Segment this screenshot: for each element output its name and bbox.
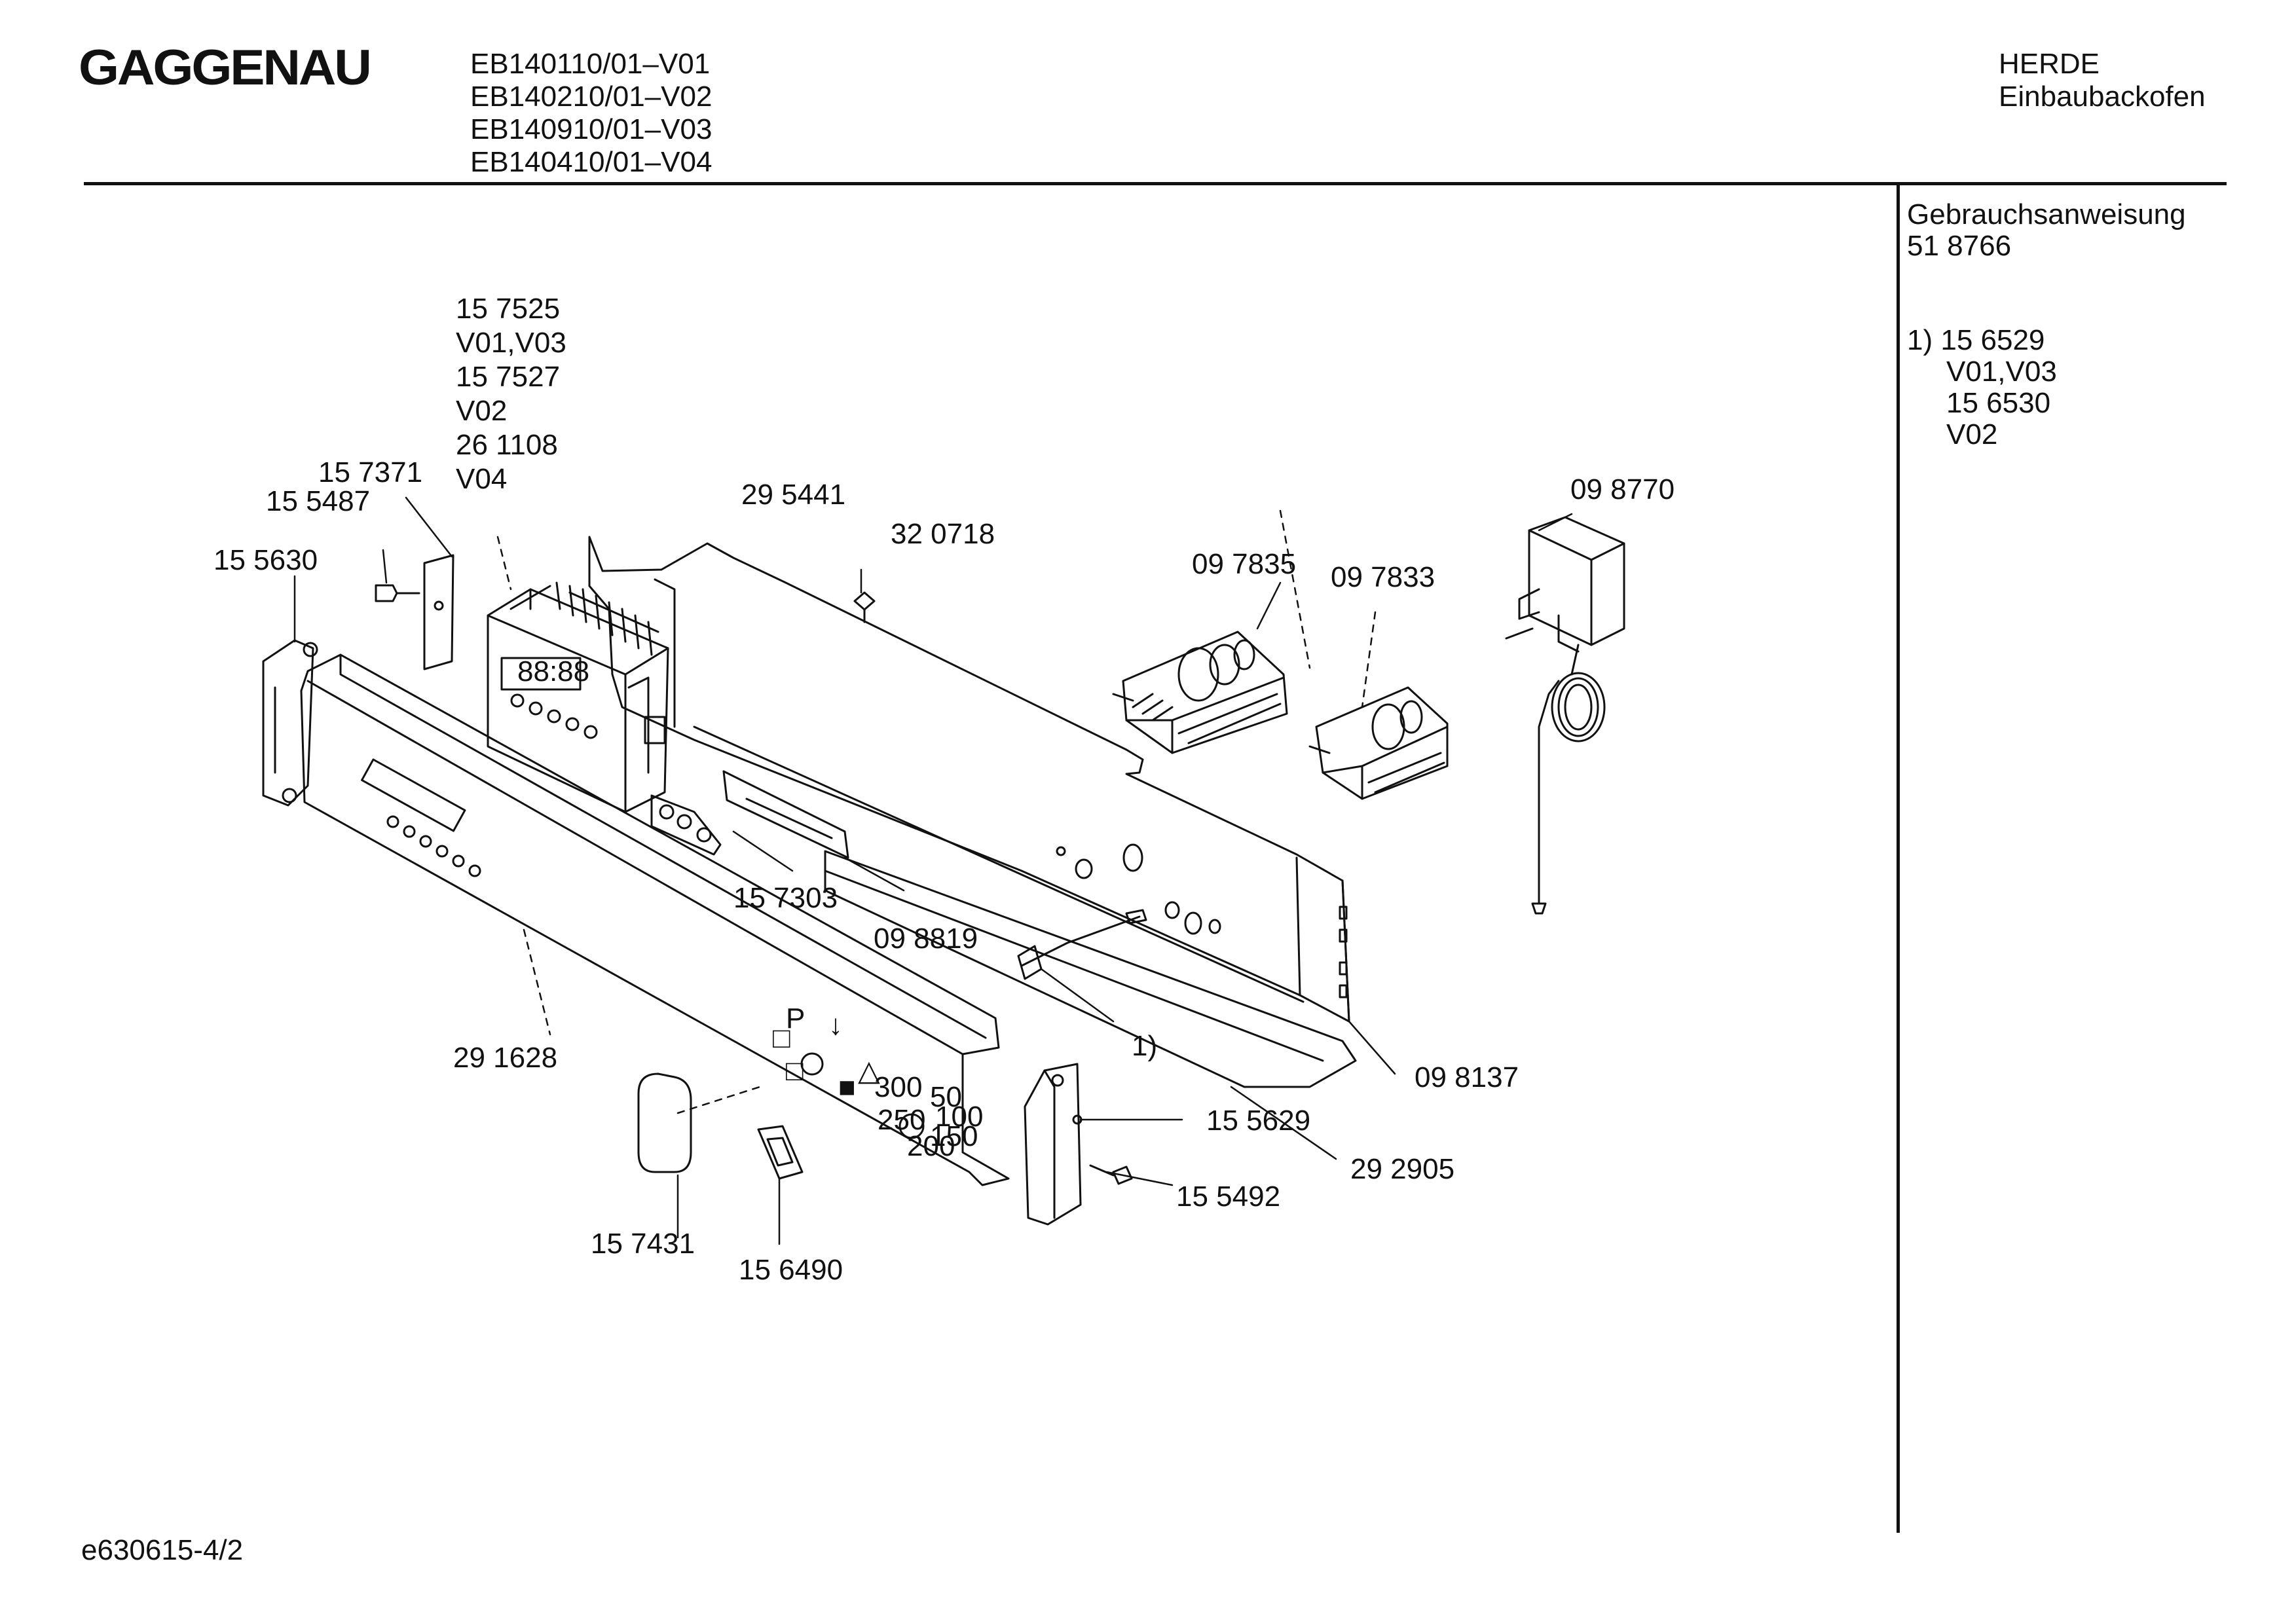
bracket-157371 [423,554,454,670]
panel-symbol-filled: ■ [838,1071,856,1103]
trim-strip-292905 [824,850,1357,1088]
label-157371: 15 7371 [318,456,422,488]
rear-frame-panel [588,536,1350,1023]
sidebar-note-1: 1) 15 6529 [1907,324,2045,356]
screw-155487 [375,584,420,602]
label-097835: 09 7835 [1192,548,1296,580]
label-320718: 32 0718 [891,518,995,550]
dial-mark-100: 100 [935,1101,983,1133]
panel-symbol-square: □ [773,1022,790,1054]
clock-timer-module: 88:88 [487,581,669,813]
sidebar-note-4: V02 [1946,418,1998,450]
selector-switch-097835 [1112,631,1288,754]
label-v04: V04 [456,463,507,495]
label-155492: 15 5492 [1176,1181,1280,1213]
indicator-lens-098819 [722,770,849,859]
leader-lines [293,496,1573,1245]
dial-mark-300: 300 [874,1071,922,1103]
label-295441: 29 5441 [741,479,845,511]
subcategory-label: Einbaubackofen [1999,81,2206,113]
dial-mark-200: 200 [907,1130,955,1162]
label-098137: 09 8137 [1415,1061,1519,1093]
header-divider [84,182,2227,185]
label-097833: 09 7833 [1331,561,1435,593]
side-bracket-155629 [1024,1063,1083,1226]
label-292905: 29 2905 [1350,1153,1454,1185]
label-291628: 29 1628 [453,1042,557,1074]
label-261108: 26 1108 [456,429,558,461]
label-157527: 15 7527 [456,361,560,393]
label-note-1: 1) [1132,1030,1157,1062]
document-code: e630615-4/2 [81,1534,244,1566]
dial-mark-250: 250 [878,1104,925,1136]
panel-symbol-triangle: △ [858,1055,880,1087]
clip-156490 [757,1125,804,1180]
label-157303: 15 7303 [733,882,838,914]
model-number-3: EB140910/01–V03 [470,113,713,145]
model-number-2: EB140210/01–V02 [470,81,713,113]
brand-logo: GAGGENAU [79,40,372,96]
label-157525: 15 7525 [456,293,560,325]
sidebar-divider [1897,184,1900,1533]
button-block-157303 [650,794,722,856]
sidebar-note-2: V01,V03 [1946,356,2057,388]
selector-switch-097833 [1308,686,1449,800]
panel-symbol-p: P [786,1002,805,1035]
manual-number: 51 8766 [1907,230,2012,262]
side-bracket-155630 [262,639,318,807]
label-157431: 15 7431 [591,1228,695,1260]
label-155487: 15 5487 [266,485,370,517]
label-098770: 09 8770 [1570,473,1675,505]
manual-label: Gebrauchsanweisung [1907,198,2186,230]
label-v01v03: V01,V03 [456,327,566,359]
label-156490: 15 6490 [739,1254,843,1286]
knob-157431 [637,1072,692,1173]
panel-symbol-arrow: ↓ [828,1009,843,1041]
screw-155492 [1089,1164,1133,1185]
label-098819: 09 8819 [874,923,978,955]
dial-mark-50: 50 [930,1081,962,1113]
panel-symbol-square-2: □ [786,1055,804,1087]
label-155630: 15 5630 [213,544,318,576]
front-control-panel: P ↓ □ △ ■ □ 50 100 150 200 250 300 [300,653,1010,1186]
model-number-1: EB140110/01–V01 [470,48,711,80]
screw-320718 [853,591,876,623]
category-label: HERDE [1999,48,2100,80]
sidebar-note-3: 15 6530 [1946,387,2051,419]
thermostat-098770 [1505,516,1625,915]
model-number-4: EB140410/01–V04 [470,146,713,178]
label-v02: V02 [456,395,507,427]
dial-mark-150: 150 [930,1120,978,1152]
label-155629: 15 5629 [1206,1105,1310,1137]
timer-display-text: 88:88 [517,655,589,687]
